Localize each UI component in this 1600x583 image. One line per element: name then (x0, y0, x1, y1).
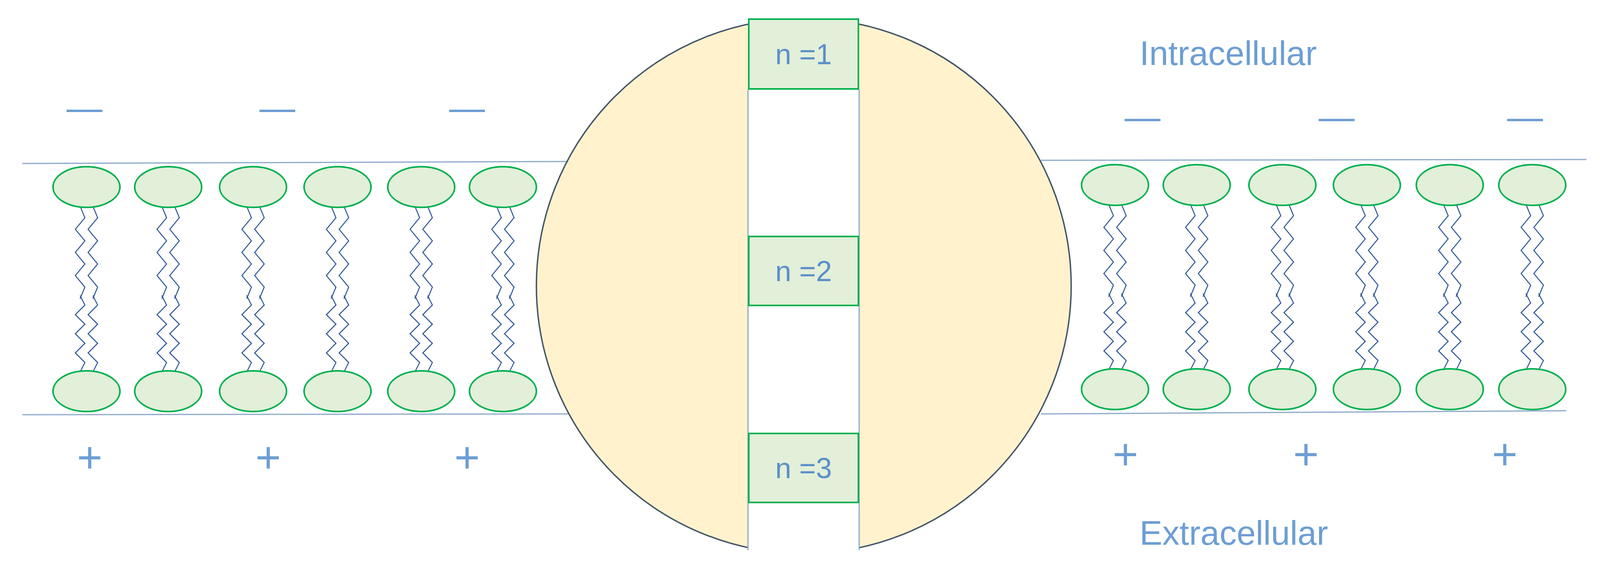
charge-sign: + (1492, 431, 1518, 476)
lipid-tail (75, 295, 85, 372)
membrane-line (1040, 410, 1567, 414)
lipid-tail (1283, 293, 1294, 370)
lipid-tail (422, 206, 433, 299)
lipid-head (219, 166, 287, 208)
lipid-tail (422, 295, 433, 372)
charge-sign: — (1318, 98, 1355, 135)
channel-pore (747, 15, 860, 583)
lipid-tail (241, 295, 252, 372)
lipid-head (304, 166, 372, 208)
charge-sign: + (1293, 431, 1319, 476)
state-box: n =2 (747, 235, 860, 307)
charge-sign: + (255, 435, 281, 480)
lipid-tail (1103, 293, 1114, 370)
state-box: n =3 (747, 432, 860, 503)
lipid-tail (339, 295, 349, 372)
membrane-line (22, 161, 569, 164)
state-label: n =3 (775, 453, 832, 483)
lipid-tail (326, 295, 336, 372)
lipid-tail (1438, 293, 1449, 370)
membrane-line (1040, 159, 1587, 161)
lipid-tail (75, 206, 85, 299)
lipid-head (1498, 164, 1566, 206)
lipid-tail (1185, 293, 1196, 370)
lipid-tail (1116, 293, 1127, 370)
lipid-tail (1368, 293, 1379, 370)
lipid-head (1416, 164, 1484, 206)
lipid-tail (504, 206, 515, 299)
lipid-tail (1533, 293, 1544, 370)
lipid-head (1248, 164, 1316, 206)
charge-sign: — (259, 89, 296, 126)
lipid-tail (491, 295, 502, 372)
lipid-tail (504, 295, 515, 372)
charge-sign: + (1112, 431, 1139, 476)
lipid-head (1498, 368, 1566, 410)
state-label: n =1 (775, 39, 832, 69)
charge-sign: — (449, 89, 485, 126)
lipid-head (1081, 368, 1149, 410)
lipid-tail (241, 206, 252, 299)
region-label: Intracellular (1139, 35, 1318, 71)
lipid-head (1163, 164, 1231, 206)
lipid-head (219, 370, 287, 412)
lipid-head (387, 166, 455, 208)
lipid-tail (1116, 204, 1127, 297)
lipid-tail (169, 206, 180, 299)
lipid-tail (1451, 293, 1461, 370)
lipid-tail (1451, 204, 1461, 297)
lipid-head (53, 370, 120, 412)
region-label: Extracellular (1139, 515, 1328, 550)
lipid-head (53, 166, 120, 208)
lipid-tail (1368, 204, 1379, 297)
lipid-tail (491, 206, 502, 299)
lipid-head (134, 370, 202, 412)
lipid-head (387, 370, 455, 412)
lipid-tail (157, 295, 167, 372)
lipid-head (1416, 368, 1484, 410)
membrane-line (22, 413, 569, 415)
lipid-tail (1355, 204, 1366, 297)
charge-sign: + (454, 435, 480, 480)
lipid-tail (88, 295, 98, 372)
lipid-tail (1185, 204, 1196, 297)
lipid-tail (1533, 204, 1544, 297)
lipid-tail (410, 295, 420, 372)
lipid-tail (410, 206, 420, 299)
lipid-tail (1521, 293, 1531, 370)
lipid-tail (254, 206, 265, 299)
lipid-tail (88, 206, 98, 299)
lipid-head (469, 166, 537, 208)
lipid-head (134, 166, 202, 208)
lipid-head (1333, 164, 1401, 206)
lipid-tail (254, 295, 265, 372)
lipid-head (304, 370, 372, 412)
lipid-tail (169, 295, 180, 372)
lipid-tail (1103, 204, 1114, 297)
lipid-tail (1355, 293, 1366, 370)
charge-sign: + (76, 435, 103, 480)
charge-sign: — (66, 89, 103, 126)
lipid-tail (1283, 204, 1294, 297)
lipid-head (469, 370, 537, 412)
lipid-tail (1271, 293, 1281, 370)
lipid-head (1163, 368, 1231, 410)
lipid-tail (1198, 204, 1208, 297)
lipid-head (1248, 368, 1316, 410)
lipid-tail (1198, 293, 1208, 370)
lipid-tail (326, 206, 336, 299)
charge-sign: — (1507, 98, 1544, 135)
lipid-tail (1438, 204, 1449, 297)
charge-sign: — (1124, 98, 1161, 135)
lipid-head (1333, 368, 1401, 410)
lipid-tail (339, 206, 349, 299)
state-box: n =1 (747, 18, 860, 90)
lipid-head (1081, 164, 1149, 206)
lipid-tail (157, 206, 167, 299)
lipid-tail (1271, 204, 1281, 297)
lipid-tail (1521, 204, 1531, 297)
state-label: n =2 (775, 256, 832, 286)
